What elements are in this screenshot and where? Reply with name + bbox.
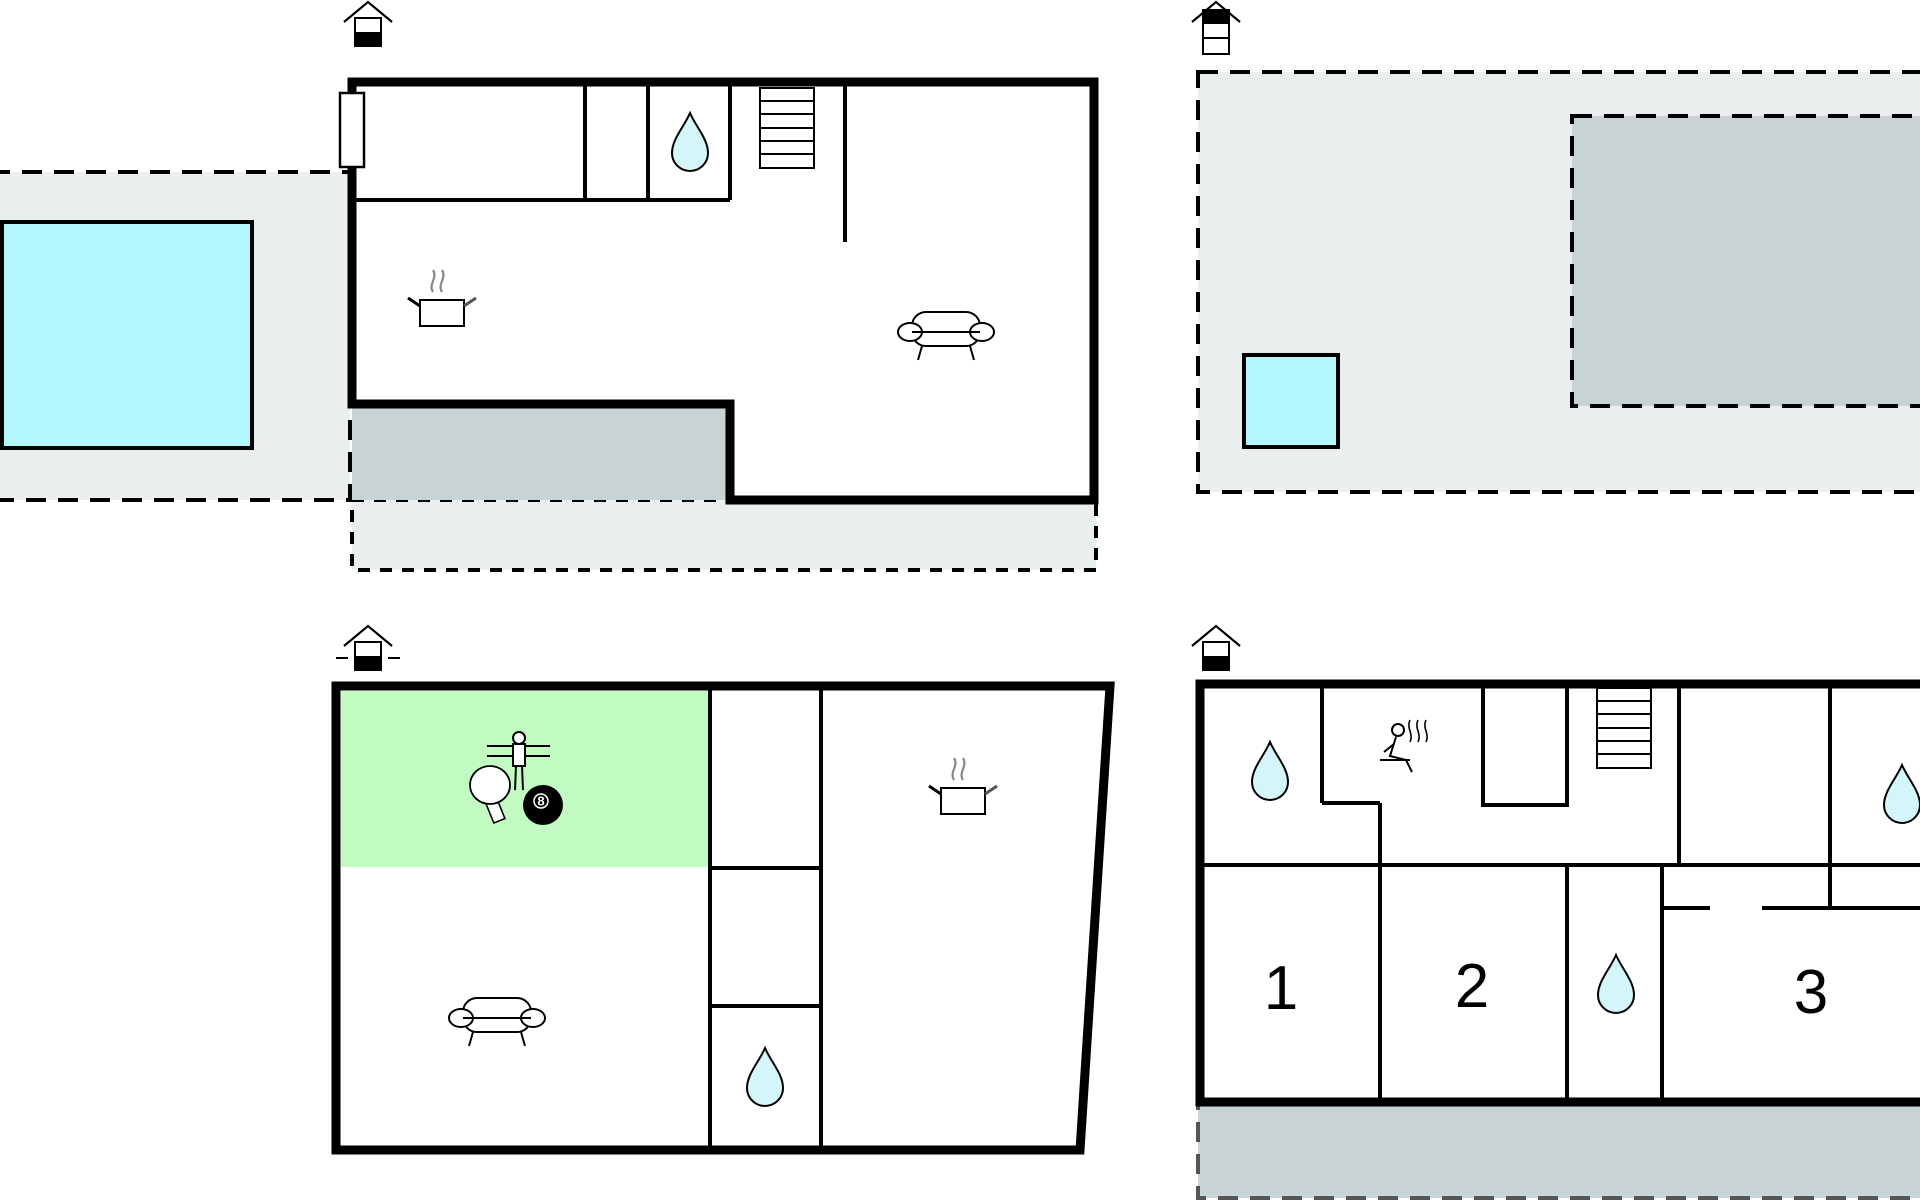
plan-top-right [1191,0,1920,494]
plan-bottom-left: 8 [331,624,1115,1155]
room-number: 1 [1264,954,1298,1023]
room-number: 2 [1455,952,1489,1021]
billiard-ball-icon: 8 [523,785,563,825]
stairs-icon [1596,687,1652,769]
covered-terrace [352,404,730,500]
plan-top-left [0,0,1099,572]
table-football-icon [487,731,550,791]
covered-area [1570,114,1920,408]
games-room [341,691,708,867]
hot-tub [1242,353,1340,449]
sauna-icon [1380,719,1428,773]
house-floor-icon [1191,0,1241,55]
covered-terrace [1196,1100,1920,1200]
wall [1481,688,1569,807]
billiard-ball-number: 8 [537,794,544,809]
house-floor-icon [342,0,394,48]
house-floor-icon [1190,624,1242,672]
window [338,91,366,169]
stairs-icon [759,87,815,169]
plan-bottom-right: 1 2 3 [1190,624,1920,1200]
room-number: 3 [1794,958,1828,1027]
terrace-front [350,498,1098,572]
house-outline [347,77,1099,505]
table-tennis-icon [469,765,511,825]
house-floor-icon [336,624,400,672]
swimming-pool [0,220,254,450]
house-outline [1195,679,1920,1107]
